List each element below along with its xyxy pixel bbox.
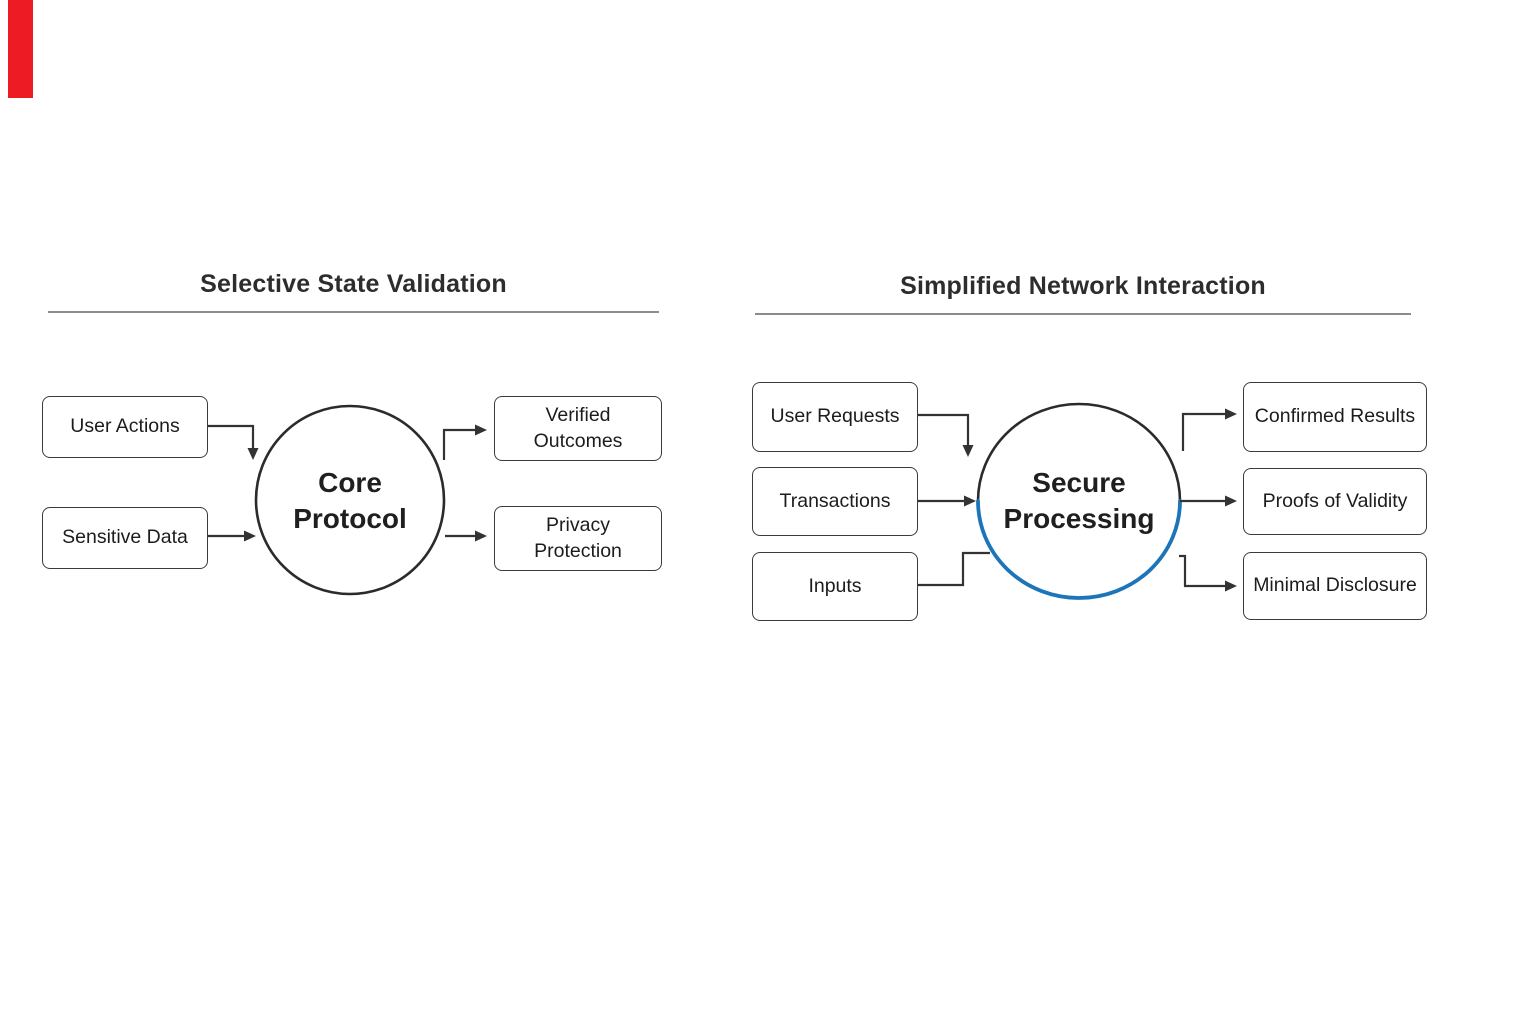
node-privacy-protection: Privacy Protection	[494, 506, 662, 571]
arrowhead-right-icon	[475, 424, 487, 436]
connector-minimal-disclosure	[1179, 554, 1226, 588]
arrowhead-right-icon	[475, 530, 487, 542]
connector-inputs	[916, 551, 990, 587]
arrowhead-right-icon	[244, 530, 256, 542]
right-title-rule	[755, 313, 1411, 315]
node-core-protocol: Core Protocol	[293, 466, 407, 534]
arrowhead-right-icon	[1225, 495, 1237, 507]
red-accent-bar	[8, 0, 33, 98]
node-minimal-disclosure: Minimal Disclosure	[1243, 552, 1427, 620]
connector-user-requests	[916, 413, 970, 446]
left-diagram-title: Selective State Validation	[200, 270, 507, 298]
node-confirmed-results: Confirmed Results	[1243, 382, 1427, 452]
arrowhead-right-icon	[964, 495, 976, 507]
connector-user-actions	[206, 424, 255, 449]
arrowhead-down-icon	[962, 445, 974, 457]
node-secure-processing: Secure Processing	[1003, 466, 1155, 534]
arrowhead-right-icon	[1225, 408, 1237, 420]
node-sensitive-data: Sensitive Data	[42, 507, 208, 569]
arrowhead-right-icon	[1225, 580, 1237, 592]
node-proofs-of-validity: Proofs of Validity	[1243, 468, 1427, 535]
blue-bottom-arc	[976, 499, 1182, 600]
right-diagram-title: Simplified Network Interaction	[900, 272, 1266, 300]
arrowhead-down-icon	[247, 448, 259, 460]
core-protocol-circle	[254, 404, 446, 596]
node-transactions: Transactions	[752, 467, 918, 536]
node-user-actions: User Actions	[42, 396, 208, 458]
connector-confirmed-results	[1181, 412, 1226, 451]
connector-verified-outcomes	[442, 428, 476, 460]
node-inputs: Inputs	[752, 552, 918, 621]
node-verified-outcomes: Verified Outcomes	[494, 396, 662, 461]
left-title-rule	[48, 311, 659, 313]
node-user-requests: User Requests	[752, 382, 918, 452]
